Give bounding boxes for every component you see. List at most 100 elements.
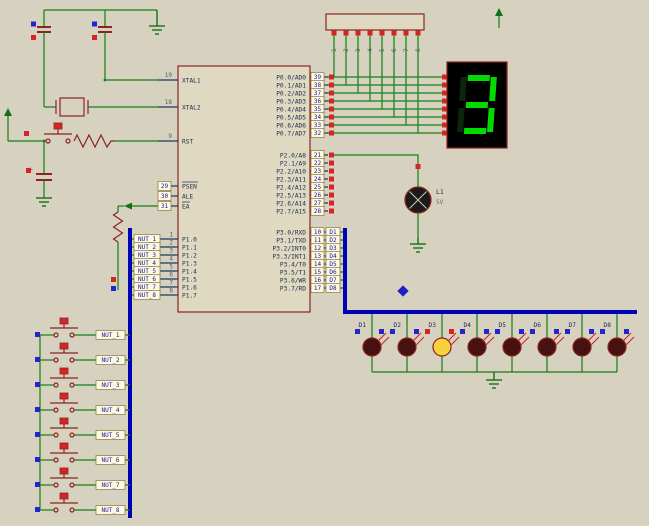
- led: D2: [390, 314, 425, 372]
- push-button[interactable]: NUT_5: [35, 417, 130, 440]
- logic-high-indicator: [329, 176, 334, 182]
- net-label: NUT_7: [138, 284, 156, 291]
- button-net-label: NUT_4: [101, 407, 119, 414]
- power-terminal-top-right: [495, 8, 503, 28]
- push-button[interactable]: NUT_1: [35, 317, 130, 340]
- p3-pin-row: 13 D4 P3.3/INT1: [272, 251, 345, 261]
- logic-high-indicator: [329, 122, 334, 128]
- logic-low-indicator: [35, 432, 40, 437]
- pin-number: 28: [314, 208, 322, 215]
- push-button[interactable]: NUT_4: [35, 392, 130, 415]
- pin-label: P1.1: [182, 244, 197, 251]
- button-actuator[interactable]: [59, 342, 69, 350]
- led-light-arrows: [552, 332, 565, 346]
- reset-capacitor: +: [26, 141, 52, 207]
- net-label-box: [95, 380, 126, 390]
- button-actuator[interactable]: [59, 417, 69, 425]
- pin-number: 32: [314, 130, 322, 137]
- resistor-pack: 1 2 3 4 5 6 7 8: [325, 13, 425, 133]
- p3-pin-row: 10 D1 P3.0/RXD: [276, 227, 345, 237]
- p2-pin-row: 28 P2.7/A15: [276, 206, 334, 216]
- segment-d: [463, 128, 487, 134]
- logic-high-indicator: [442, 114, 447, 120]
- pin-number: 22: [314, 160, 322, 167]
- pack-pin: 5: [379, 30, 386, 52]
- oscillator-circuit: [31, 9, 165, 117]
- pin-number: 21: [314, 152, 322, 159]
- button-actuator[interactable]: [59, 392, 69, 400]
- p1-pin-row: NUT_7 7 P1.6: [130, 280, 197, 292]
- pin-number: 6: [169, 272, 173, 279]
- lamp-wire: [334, 154, 419, 187]
- pack-pin-label: 3: [355, 48, 362, 52]
- pin-label: P0.4/AD4: [276, 106, 306, 113]
- led-light-arrows: [412, 332, 425, 346]
- leds: D1 D2 D3: [355, 314, 635, 372]
- reset-button[interactable]: [44, 122, 72, 144]
- pin-label: P1.7: [182, 292, 197, 299]
- pin-number: 13: [314, 253, 322, 260]
- pack-pin-label: 6: [391, 48, 398, 52]
- p1-pin-row: NUT_1 1 P1.0: [130, 232, 197, 244]
- buses: [128, 228, 637, 518]
- pin-number: 2: [169, 240, 173, 247]
- pin-label: ALE: [182, 193, 193, 200]
- led-light-arrows: [482, 332, 495, 346]
- led-light-arrows: [447, 332, 460, 346]
- led-bulb: [467, 337, 487, 357]
- capacitor-c2: [92, 10, 112, 80]
- push-button[interactable]: NUT_3: [35, 367, 130, 390]
- logic-high-indicator: [329, 106, 334, 112]
- led-bulb: [572, 337, 592, 357]
- pin-number: 4: [169, 256, 173, 263]
- net-label: D7: [329, 277, 337, 284]
- led-bulb: [362, 337, 382, 357]
- logic-high-indicator: [391, 30, 397, 36]
- net-label-box: [325, 283, 341, 293]
- pin-number-box: [310, 206, 325, 216]
- pin-number: 26: [314, 192, 322, 199]
- pack-pin-label: 4: [367, 48, 374, 52]
- net-label: D6: [329, 269, 337, 276]
- logic-high-indicator: [329, 192, 334, 198]
- button-actuator[interactable]: [59, 492, 69, 500]
- logic-indicator: [530, 329, 535, 334]
- logic-indicator: [414, 329, 419, 334]
- button-actuator[interactable]: [59, 317, 69, 325]
- logic-indicator: [355, 329, 360, 334]
- pin-xtal2: 18 XTAL2: [158, 99, 201, 111]
- button-column: NUT_1 NUT_2: [35, 317, 130, 515]
- button-actuator[interactable]: [59, 442, 69, 450]
- push-button[interactable]: NUT_8: [35, 492, 130, 515]
- pin-number: 18: [165, 99, 173, 106]
- led-light-arrows: [377, 332, 390, 346]
- logic-high-indicator: [329, 98, 334, 104]
- reset-circuit: +: [4, 108, 158, 207]
- reset-resistor: [73, 133, 114, 149]
- led-ref-label: D8: [604, 322, 612, 329]
- pin-number: 37: [314, 90, 322, 97]
- push-button[interactable]: NUT_7: [35, 467, 130, 490]
- p2-pin-row: 26 P2.5/A13: [276, 190, 334, 200]
- button-actuator[interactable]: [59, 467, 69, 475]
- pin-number: 30: [161, 193, 169, 200]
- button-actuator[interactable]: [59, 367, 69, 375]
- logic-low-indicator: [35, 507, 40, 512]
- p3-pins: 10 D1 P3.0/RXD 11 D2 P3.1/TXD 12 D3 P3.2…: [272, 227, 345, 293]
- net-label-box: [95, 480, 126, 490]
- button-actuator[interactable]: [53, 122, 63, 130]
- pin-number: 35: [314, 106, 322, 113]
- pin-number: 15: [314, 269, 322, 276]
- pin-number-box: [310, 128, 325, 138]
- logic-high-indicator: [331, 30, 337, 36]
- pin-number: 33: [314, 122, 322, 129]
- origin-marker: [397, 285, 409, 297]
- net-label: NUT_3: [138, 252, 156, 259]
- pin-psen: 29 PSEN: [157, 181, 198, 191]
- push-button[interactable]: NUT_6: [35, 442, 130, 465]
- net-label: NUT_2: [138, 244, 156, 251]
- segment-f: [459, 77, 467, 101]
- pin-number: 7: [169, 280, 173, 287]
- push-button[interactable]: NUT_2: [35, 342, 130, 365]
